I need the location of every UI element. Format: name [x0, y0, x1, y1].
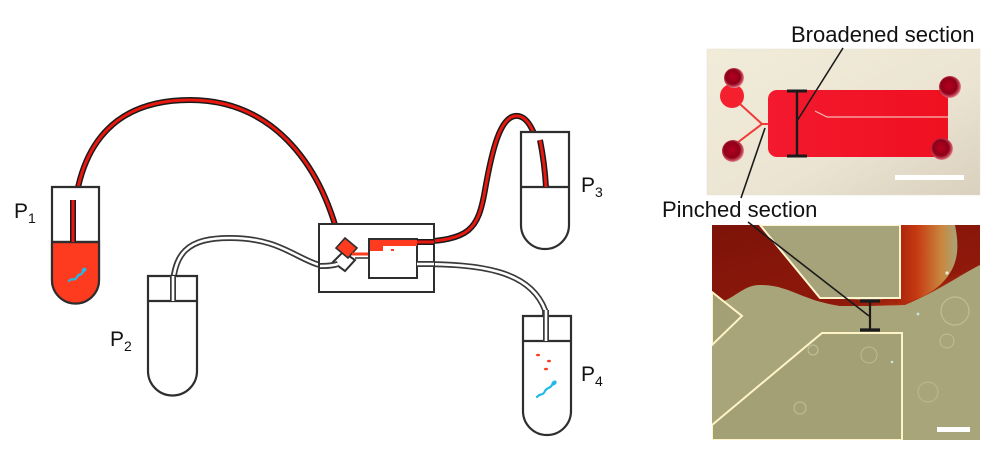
- pinched-section-bracket: [860, 299, 880, 332]
- tube-p1-to-chip: [69, 96, 343, 244]
- well-icon: [722, 140, 744, 162]
- broadened-section-bracket: [787, 89, 807, 158]
- scale-bar-top: [895, 175, 964, 180]
- reservoir-p2: P2: [110, 274, 199, 397]
- well-icon: [931, 138, 953, 160]
- well-icon: [724, 68, 744, 88]
- label-p3: P3: [581, 174, 603, 200]
- annotation-broadened: Broadened section: [791, 22, 974, 122]
- tube-p2-to-chip: [169, 234, 341, 302]
- pinched-section-label: Pinched section: [662, 197, 817, 222]
- broadened-section-label: Broadened section: [791, 22, 974, 47]
- scale-bar-bottom: [937, 427, 970, 432]
- well-icon: [939, 76, 961, 98]
- microfluidic-chip: [318, 223, 435, 293]
- tube-chip-to-p4: [416, 261, 549, 342]
- sperm-cell-icon: [535, 380, 557, 399]
- reservoir-p4: P4: [521, 310, 603, 437]
- reservoir-p1: P1: [14, 185, 101, 305]
- chip-photo: [707, 49, 980, 195]
- annotation-pinched: Pinched section: [662, 127, 870, 317]
- red-particles: [536, 353, 551, 371]
- label-p1: P1: [14, 200, 36, 226]
- label-p2: P2: [110, 328, 132, 354]
- micrograph-photo: [712, 225, 980, 440]
- reservoir-p3: P3: [519, 130, 603, 251]
- sperm-cell-icon: [67, 267, 87, 283]
- label-p4: P4: [581, 363, 603, 389]
